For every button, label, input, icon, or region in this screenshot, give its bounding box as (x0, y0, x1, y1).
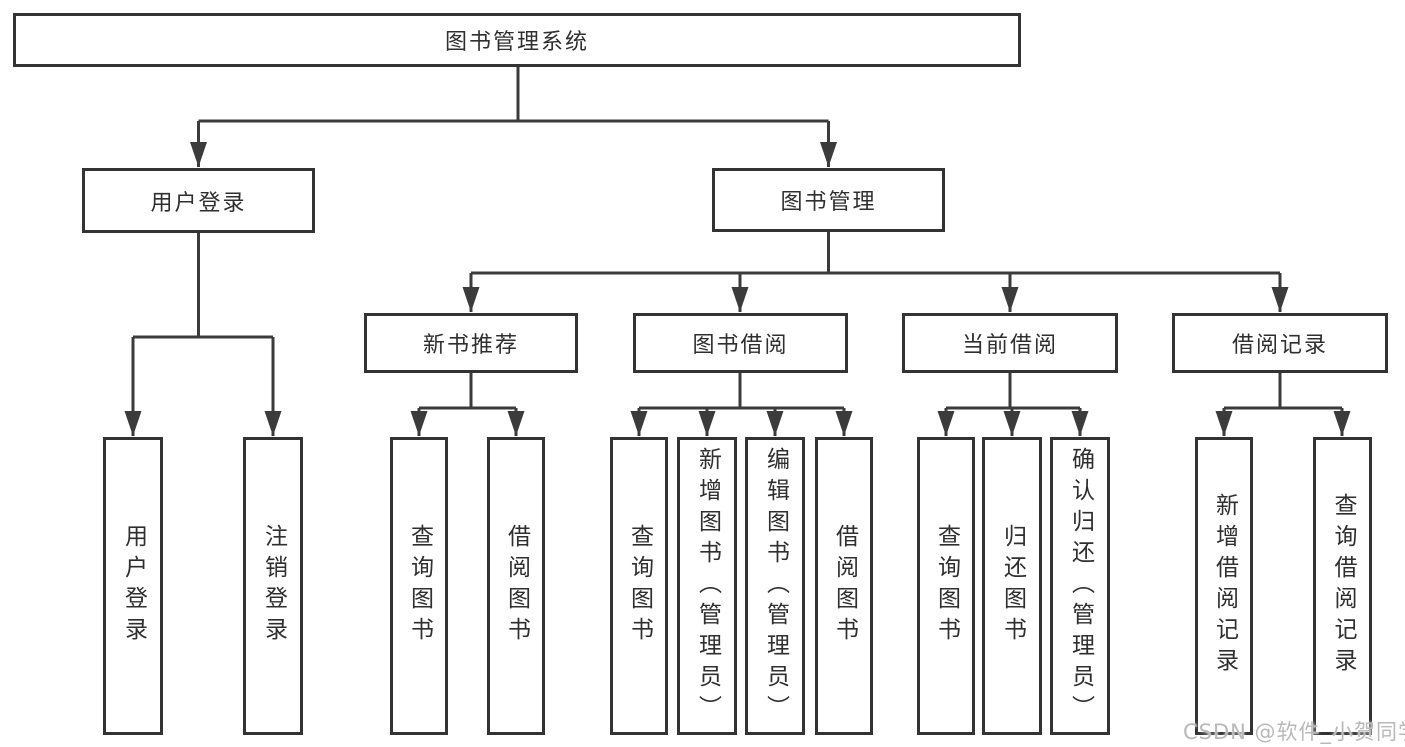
node-current-borrowing: 当前借阅 (902, 313, 1118, 373)
leaf-nbr-borrow-books-label: 借阅图书 (503, 524, 530, 648)
node-root: 图书管理系统 (13, 13, 1021, 67)
node-user-login-label: 用户登录 (150, 190, 247, 216)
node-book-borrowing-label: 图书借阅 (692, 333, 789, 358)
leaf-bb-add-books-admin: 新增图书（管理员） (677, 437, 737, 735)
node-book-management-label: 图书管理 (780, 190, 877, 215)
leaf-cb-return-books-label: 归还图书 (999, 524, 1026, 648)
leaf-br-add-record-label: 新增借阅记录 (1211, 493, 1238, 679)
leaf-cb-query-books-label: 查询图书 (933, 524, 960, 648)
leaf-bb-query-books: 查询图书 (610, 437, 668, 735)
node-new-book-recommend-label: 新书推荐 (422, 333, 519, 358)
watermark: CSDN @软件_小贺同学 (1183, 720, 1405, 744)
leaf-nbr-query-books-label: 查询图书 (406, 524, 433, 648)
leaf-logout-label: 注销登录 (260, 524, 287, 648)
leaf-user-login: 用户登录 (103, 437, 163, 735)
node-current-borrowing-label: 当前借阅 (961, 333, 1058, 358)
leaf-bb-edit-books-admin-label: 编辑图书（管理员） (762, 446, 789, 726)
node-book-borrowing: 图书借阅 (633, 313, 848, 373)
leaf-nbr-borrow-books: 借阅图书 (487, 437, 545, 735)
leaf-bb-borrow-books: 借阅图书 (815, 437, 873, 735)
node-book-management: 图书管理 (712, 168, 945, 232)
node-borrow-records: 借阅记录 (1172, 313, 1388, 373)
leaf-cb-confirm-return-admin: 确认归还（管理员） (1050, 437, 1110, 735)
leaf-br-query-record: 查询借阅记录 (1313, 437, 1372, 735)
leaf-bb-query-books-label: 查询图书 (626, 524, 653, 648)
leaf-br-query-record-label: 查询借阅记录 (1330, 493, 1356, 679)
leaf-user-login-label: 用户登录 (120, 524, 147, 648)
leaf-br-add-record: 新增借阅记录 (1195, 437, 1253, 735)
leaf-bb-borrow-books-label: 借阅图书 (831, 524, 858, 648)
node-new-book-recommend: 新书推荐 (364, 313, 578, 373)
leaf-cb-return-books: 归还图书 (982, 437, 1042, 735)
leaf-bb-add-books-admin-label: 新增图书（管理员） (694, 446, 721, 726)
leaf-nbr-query-books: 查询图书 (390, 437, 448, 735)
node-root-label: 图书管理系统 (444, 30, 589, 55)
leaf-bb-edit-books-admin: 编辑图书（管理员） (745, 437, 805, 735)
node-borrow-records-label: 借阅记录 (1231, 333, 1328, 358)
node-user-login: 用户登录 (82, 168, 315, 233)
leaf-logout: 注销登录 (243, 437, 303, 735)
leaf-cb-query-books: 查询图书 (917, 437, 975, 735)
leaf-cb-confirm-return-admin-label: 确认归还（管理员） (1067, 446, 1094, 726)
